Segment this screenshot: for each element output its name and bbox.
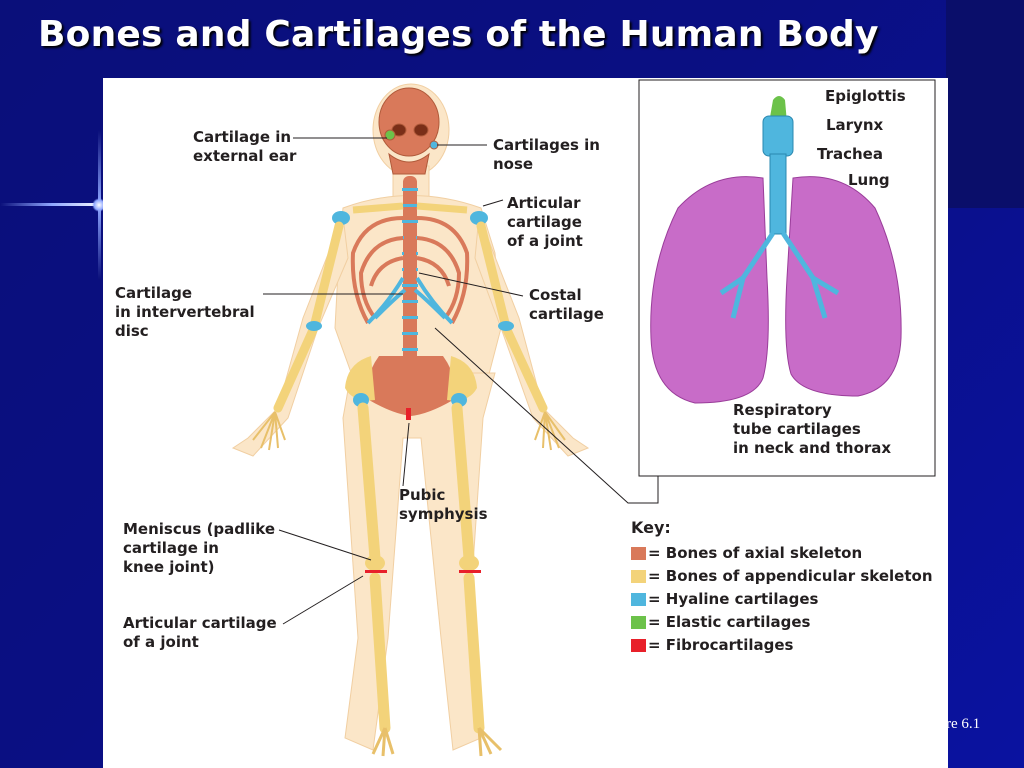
- elbow-cartilage-right: [498, 321, 514, 331]
- leg-bones: [357, 402, 485, 734]
- key-item-hyaline: = Hyaline cartilages: [631, 589, 818, 609]
- slide-title: Bones and Cartilages of the Human Body: [38, 14, 879, 55]
- label-nose: Cartilages in nose: [493, 136, 600, 173]
- key-item-appendicular: = Bones of appendicular skeleton: [631, 566, 933, 586]
- key-text-axial: = Bones of axial skeleton: [648, 544, 863, 562]
- label-trachea: Trachea: [817, 145, 883, 163]
- swatch-appendicular: [631, 569, 646, 583]
- label-intervertebral: Cartilage in intervertebral disc: [115, 284, 255, 340]
- key-item-axial: = Bones of axial skeleton: [631, 543, 862, 563]
- label-respiratory: Respiratory tube cartilages in neck and …: [733, 401, 892, 457]
- decorative-horizontal-line: [0, 203, 104, 206]
- label-lung: Lung: [848, 171, 890, 189]
- key-item-elastic: = Elastic cartilages: [631, 612, 810, 632]
- skull: [378, 87, 440, 175]
- hands: [252, 411, 566, 451]
- swatch-fibro: [631, 638, 646, 652]
- label-external-ear: Cartilage in external ear: [193, 128, 297, 165]
- key-text-hyaline: = Hyaline cartilages: [648, 590, 819, 608]
- arm-bones: [273, 221, 548, 413]
- key-text-elastic: = Elastic cartilages: [648, 613, 811, 631]
- figure-panel: Cartilage in external ear Cartilages in …: [103, 78, 948, 768]
- figure-reference: re 6.1: [946, 716, 981, 732]
- shoulders: [332, 202, 488, 225]
- key-title: Key:: [631, 518, 671, 537]
- label-articular-upper: Articular cartilage of a joint: [507, 194, 583, 250]
- decorative-glow: [92, 198, 106, 212]
- feet: [371, 726, 503, 757]
- label-costal: Costal cartilage: [529, 286, 604, 323]
- pelvis: [345, 356, 477, 420]
- background-band: [946, 0, 1024, 208]
- key-item-fibro: = Fibrocartilages: [631, 635, 793, 655]
- swatch-hyaline: [631, 592, 646, 606]
- label-epiglottis: Epiglottis: [825, 87, 906, 105]
- label-pubic-symphysis: Pubic symphysis: [399, 486, 488, 523]
- rib-cage: [350, 216, 470, 325]
- sternum: [404, 223, 416, 283]
- knees: [365, 555, 481, 573]
- elbow-cartilage-left: [306, 321, 322, 331]
- key-text-fibro: = Fibrocartilages: [648, 636, 794, 654]
- key-text-appendicular: = Bones of appendicular skeleton: [648, 567, 933, 585]
- label-articular-lower: Articular cartilage of a joint: [123, 614, 277, 651]
- swatch-elastic: [631, 615, 646, 629]
- skeleton-illustration: [231, 79, 936, 757]
- swatch-axial: [631, 546, 646, 560]
- lungs-inset: [638, 79, 936, 477]
- label-larynx: Larynx: [826, 116, 884, 134]
- label-meniscus: Meniscus (padlike cartilage in knee join…: [123, 520, 276, 576]
